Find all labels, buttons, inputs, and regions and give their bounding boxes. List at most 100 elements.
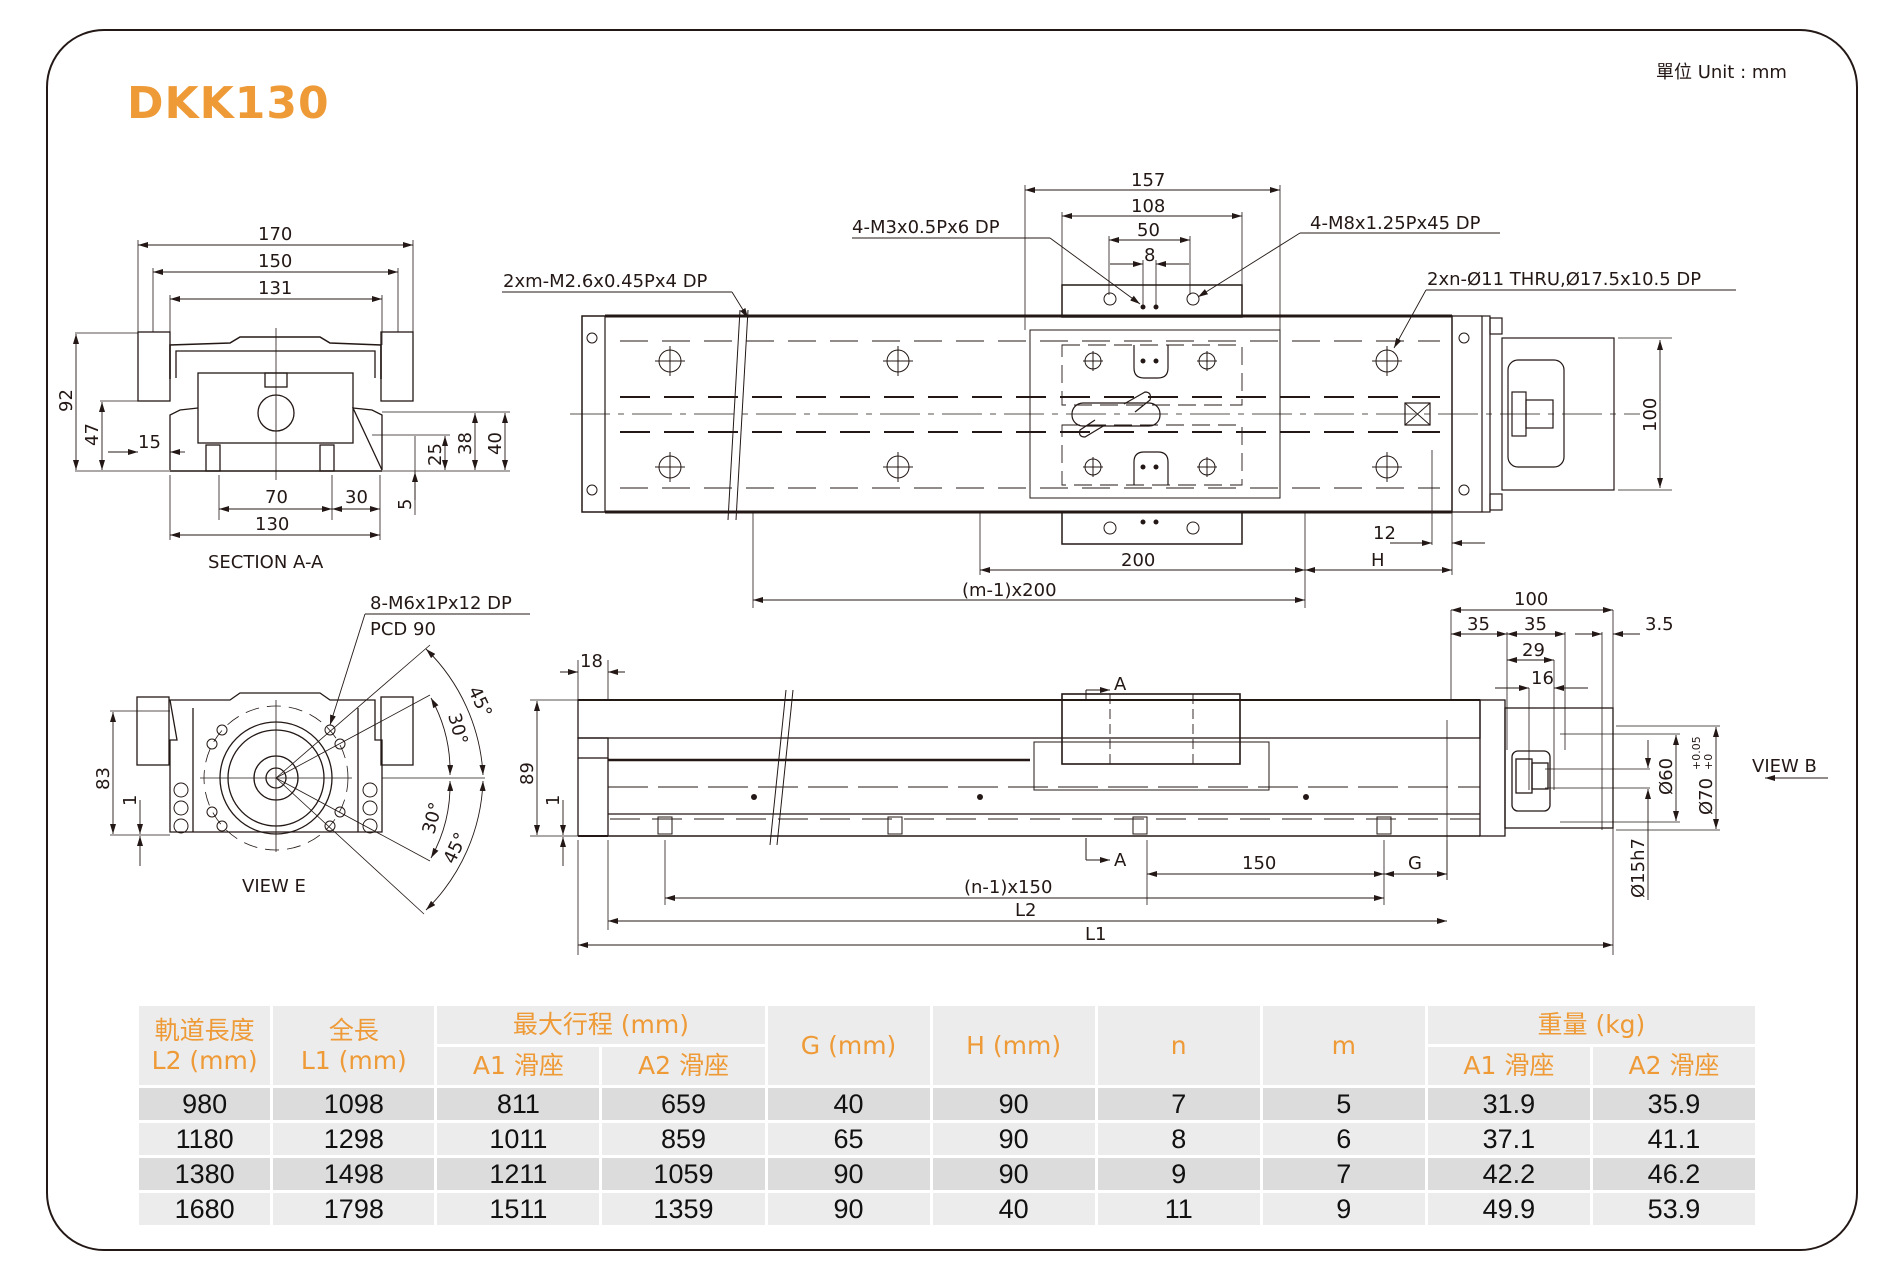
cell-l2: 1180 [139,1123,271,1155]
dim-3-5: 3.5 [1645,614,1674,635]
section-aa-labels: 170 150 131 92 47 15 25 38 40 5 70 30 13… [56,224,506,573]
dim-d70-tol-upper: +0.05 [1690,736,1703,770]
cell-l2: 1380 [139,1158,271,1190]
motor-end-labels: 100 35 35 3.5 29 16 Ø60 Ø70 +0.05 +0 Ø15… [1467,589,1817,898]
cell-l1: 1298 [273,1123,435,1155]
cell-g: 40 [767,1088,930,1120]
cell-weight-a1: 42.2 [1427,1158,1590,1190]
callout-m3: 4-M3x0.5Px6 DP [852,217,1000,238]
dim-50: 50 [1137,220,1160,241]
cell-g: 65 [767,1123,930,1155]
cell-stroke-a1: 1511 [437,1193,600,1225]
section-mark-a-top: A [1114,674,1127,695]
cell-weight-a1: 37.1 [1427,1123,1590,1155]
cell-g: 90 [767,1193,930,1225]
dim-18: 18 [580,651,603,672]
cell-l2: 980 [139,1088,271,1120]
cell-m: 5 [1262,1088,1425,1120]
dim-108: 108 [1131,196,1165,217]
cell-stroke-a2: 1059 [602,1158,765,1190]
side-view-labels: 18 89 1 A A 150 G (n-1)x150 L2 L1 [517,651,1422,945]
dim-157: 157 [1131,170,1165,191]
dim-130: 130 [255,514,289,535]
dim-200: 200 [1121,550,1155,571]
dim-16: 16 [1531,668,1554,689]
cell-h: 90 [932,1123,1095,1155]
cell-g: 90 [767,1158,930,1190]
table-row: 1180 1298 1011 859 65 90 8 6 37.1 41.1 [139,1123,1755,1155]
dim-d70: Ø70 [1696,778,1717,815]
header-weight-a1: A1 滑座 [1427,1047,1590,1085]
dim-89: 89 [517,762,538,785]
cell-l1: 1098 [273,1088,435,1120]
dim-d70-tol-lower: +0 [1702,754,1715,770]
cell-m: 9 [1262,1193,1425,1225]
dim-131: 131 [258,278,292,299]
dim-38: 38 [455,432,476,455]
dim-1-view-e: 1 [120,795,141,806]
cell-stroke-a2: 859 [602,1123,765,1155]
dim-35-right: 35 [1524,614,1547,635]
dim-l1: L1 [1085,924,1106,945]
dim-d60: Ø60 [1656,758,1677,795]
dim-35-left: 35 [1467,614,1490,635]
header-g: G (mm) [767,1006,930,1085]
header-weight: 重量 (kg) [1427,1006,1755,1044]
cell-h: 90 [932,1088,1095,1120]
cell-h: 90 [932,1158,1095,1190]
cell-m: 7 [1262,1158,1425,1190]
header-l1-zh: 全長 [328,1015,379,1045]
top-view [502,185,1736,608]
cell-weight-a2: 53.9 [1592,1193,1755,1225]
dim-h: H [1371,550,1385,571]
dim-l2: L2 [1015,900,1036,921]
side-view [530,660,1614,955]
header-n: n [1097,1006,1260,1085]
cell-l1: 1798 [273,1193,435,1225]
cell-weight-a2: 46.2 [1592,1158,1755,1190]
cell-stroke-a1: 1211 [437,1158,600,1190]
dim-29: 29 [1522,640,1545,661]
dim-25: 25 [425,443,446,466]
model-title: DKK130 [127,78,330,129]
cell-stroke-a2: 1359 [602,1193,765,1225]
cell-n: 11 [1097,1193,1260,1225]
callout-m8: 4-M8x1.25Px45 DP [1310,213,1481,234]
dim-12: 12 [1373,523,1396,544]
callout-pcd: PCD 90 [370,619,436,640]
header-m: m [1262,1006,1425,1085]
callout-m26: 2xm-M2.6x0.45Px4 DP [503,271,708,292]
cell-n: 9 [1097,1158,1260,1190]
dim-40: 40 [485,432,506,455]
dim-15: 15 [138,432,161,453]
dim-170: 170 [258,224,292,245]
cell-weight-a1: 49.9 [1427,1193,1590,1225]
header-weight-a2: A2 滑座 [1592,1047,1755,1085]
motor-end-dims [1450,607,1828,900]
callout-thru: 2xn-Ø11 THRU,Ø17.5x10.5 DP [1427,269,1701,290]
cell-stroke-a1: 811 [437,1088,600,1120]
cell-stroke-a1: 1011 [437,1123,600,1155]
table-row: 1380 1498 1211 1059 90 90 9 7 42.2 46.2 [139,1158,1755,1190]
header-max-stroke: 最大行程 (mm) [437,1006,765,1044]
dim-30: 30 [345,487,368,508]
view-b-label: VIEW B [1752,756,1817,777]
view-e [110,613,530,915]
dim-g: G [1408,853,1422,874]
dim-n-pitch: (n-1)x150 [964,877,1052,898]
header-l2-en: L2 (mm) [151,1045,258,1075]
cell-n: 7 [1097,1088,1260,1120]
header-stroke-a1: A1 滑座 [437,1047,600,1085]
angle-45-bottom: 45° [439,829,472,867]
dim-70: 70 [265,487,288,508]
cell-weight-a2: 41.1 [1592,1123,1755,1155]
section-mark-a-bottom: A [1114,850,1127,871]
dim-100-width: 100 [1640,398,1661,432]
angle-45-top: 45° [463,683,496,721]
dim-83: 83 [93,767,114,790]
cell-l2: 1680 [139,1193,271,1225]
